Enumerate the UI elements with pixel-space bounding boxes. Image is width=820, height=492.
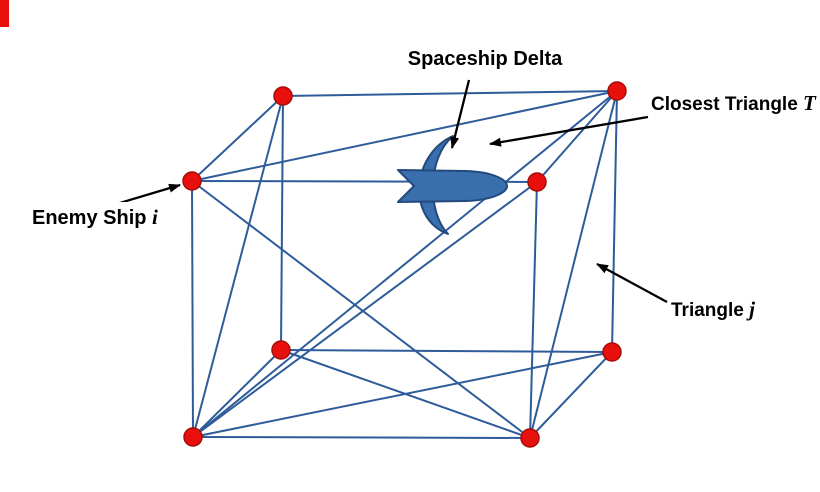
cube-vertex — [271, 340, 291, 360]
cube-vertex — [520, 428, 540, 448]
closest-triangle-arrow — [489, 115, 649, 147]
enemy-ship-variable: i — [152, 205, 158, 229]
corner-red-mark — [0, 0, 9, 27]
cube-vertices — [182, 81, 627, 448]
closest-triangle-variable: T — [803, 91, 816, 115]
spaceship-body — [397, 169, 508, 203]
cube-edge — [282, 90, 618, 97]
cube-edge — [191, 90, 618, 182]
triangle-j-text: Triangle — [671, 300, 750, 321]
cube-edge — [192, 95, 284, 438]
cube-vertex — [183, 427, 203, 447]
triangle-j-arrow — [596, 262, 668, 304]
triangle-j-variable: j — [749, 297, 755, 321]
cube-edge — [191, 180, 194, 438]
spaceship-label: Spaceship Delta — [399, 47, 571, 71]
triangle-j-label: Triangle j — [671, 297, 755, 323]
spaceship-crescent — [418, 135, 454, 235]
cube-edge — [280, 349, 613, 353]
cube-edge — [529, 181, 538, 439]
cube-vertex — [602, 342, 622, 362]
cube-vertex — [273, 86, 293, 106]
closest-triangle-text: Closest Triangle — [651, 94, 804, 115]
cube-edges — [191, 90, 618, 439]
cube-edge — [280, 95, 284, 351]
cube-edge — [529, 90, 618, 439]
annotation-arrows — [102, 79, 668, 304]
spaceship-arrow — [450, 79, 471, 149]
enemy-ship-label: Enemy Ship i — [16, 202, 170, 236]
cube-edge — [536, 90, 618, 183]
cube-edge — [192, 351, 613, 438]
cube-edge — [280, 349, 531, 439]
cube-edge — [192, 436, 531, 439]
cube-edge — [192, 181, 538, 438]
cube-vertex — [607, 81, 627, 101]
enemy-ship-text: Enemy Ship — [32, 207, 153, 229]
cube-edge — [611, 90, 618, 353]
cube-edge — [192, 90, 618, 438]
closest-triangle-label: Closest Triangle T — [651, 91, 816, 117]
cube-edge — [529, 351, 613, 439]
cube-edge — [191, 95, 284, 182]
cube-vertex — [527, 172, 547, 192]
cube-vertex — [182, 171, 202, 191]
cube-edge — [192, 349, 282, 438]
spaceship-icon — [397, 135, 508, 235]
